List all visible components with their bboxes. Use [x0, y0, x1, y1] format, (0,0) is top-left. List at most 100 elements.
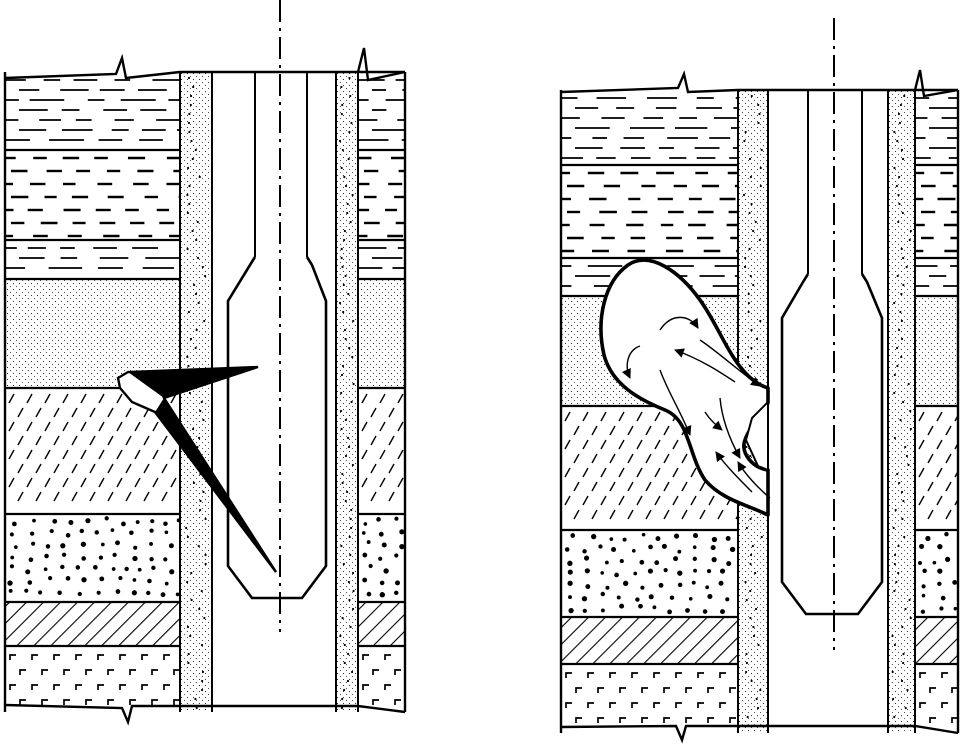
corner-mark — [362, 684, 369, 690]
cement-grain — [745, 661, 749, 665]
tick-mark — [645, 481, 652, 492]
cement-grain — [750, 94, 753, 98]
corner-mark — [929, 717, 936, 723]
broken-top-edge — [560, 69, 959, 98]
sand-grain — [80, 541, 87, 547]
sand-grain — [925, 535, 931, 542]
sand-grain — [669, 595, 675, 600]
cement-grain — [898, 202, 901, 206]
cement-grain — [196, 256, 200, 260]
cement-grain — [893, 589, 896, 593]
cement-fill — [336, 72, 358, 712]
corner-mark — [75, 684, 82, 690]
sand-grain — [81, 556, 86, 561]
cement-grain — [188, 184, 191, 188]
cement-grain — [900, 292, 903, 296]
sand-grain — [953, 606, 958, 611]
sand-grain — [27, 580, 33, 585]
tick-mark — [672, 439, 679, 450]
cement-grain — [197, 301, 200, 305]
sand-grain — [61, 552, 67, 557]
cement-grain — [757, 103, 760, 107]
sand-grain — [28, 557, 34, 563]
tick-mark — [388, 435, 395, 446]
cement-grain — [749, 562, 752, 566]
sand-grain — [149, 541, 153, 546]
cement-grain — [909, 616, 912, 620]
cement-grain — [189, 337, 193, 341]
cement-grain — [349, 517, 352, 521]
sand-grain — [647, 568, 653, 574]
cement-grain — [749, 274, 752, 278]
cement-grain — [346, 490, 349, 494]
flow-arrow — [704, 411, 723, 431]
sand-grain — [691, 580, 696, 585]
sand-grain — [706, 569, 712, 574]
corner-mark — [85, 669, 92, 675]
cement-grain — [896, 472, 899, 476]
tick-mark — [699, 509, 706, 520]
cement-grain — [199, 409, 202, 413]
cement-grain — [897, 544, 900, 548]
tick-mark — [125, 463, 132, 474]
corner-mark — [362, 654, 369, 660]
sand-grain — [362, 552, 368, 558]
tick-mark — [370, 435, 377, 446]
cement-grain — [340, 373, 344, 377]
hatch-fill — [915, 617, 958, 664]
cement-grain — [760, 148, 763, 152]
sand-grain — [584, 555, 590, 561]
sand-grain — [98, 555, 104, 560]
flow-arrow — [699, 339, 761, 387]
cement-grain — [907, 382, 910, 386]
cement-grain — [757, 643, 760, 647]
sand-grain — [43, 567, 48, 572]
sand-grain — [379, 580, 385, 586]
cement-grain — [350, 508, 353, 512]
sand-grain — [60, 543, 66, 549]
tick-mark — [627, 481, 634, 492]
tick-mark — [116, 449, 123, 460]
cement-sheath-right — [888, 90, 915, 733]
cement-grain — [899, 103, 903, 107]
corner-mark — [565, 702, 572, 708]
sand-grain — [137, 567, 142, 572]
sand-grain — [921, 584, 926, 589]
sand-grain — [124, 566, 129, 572]
tick-mark — [361, 421, 368, 432]
corner-mark — [394, 669, 401, 675]
sand-grain — [131, 590, 137, 596]
sand-grain — [65, 533, 71, 538]
tick-mark — [618, 495, 625, 506]
tick-mark — [564, 411, 571, 422]
sand-grain — [622, 580, 629, 587]
sand-grain — [378, 531, 384, 537]
cement-grain — [892, 526, 895, 530]
tick-mark — [654, 411, 661, 422]
sand-grain — [605, 585, 610, 590]
corner-mark — [141, 654, 148, 660]
cement-grain — [901, 625, 904, 629]
strata-fill-group — [358, 79, 405, 705]
tick-mark — [591, 481, 598, 492]
tick-mark — [618, 439, 625, 450]
cement-grain — [898, 175, 901, 179]
tick-mark — [134, 449, 141, 460]
cement-grain — [195, 706, 198, 710]
tick-mark — [361, 449, 368, 460]
sand-grain — [937, 543, 943, 550]
cement-grain — [894, 508, 897, 512]
cement-grain — [895, 346, 899, 350]
cement-grain — [759, 688, 762, 692]
sand-grain — [133, 545, 138, 550]
corner-mark — [19, 699, 26, 705]
corner-mark — [719, 672, 726, 678]
corner-mark — [631, 672, 638, 678]
corner-mark — [107, 669, 114, 675]
cement-grain — [194, 346, 197, 350]
corner-mark — [384, 654, 391, 660]
cement-grain — [188, 112, 191, 116]
sand-grain — [11, 521, 17, 527]
tick-mark — [143, 435, 150, 446]
corner-mark — [372, 699, 379, 705]
